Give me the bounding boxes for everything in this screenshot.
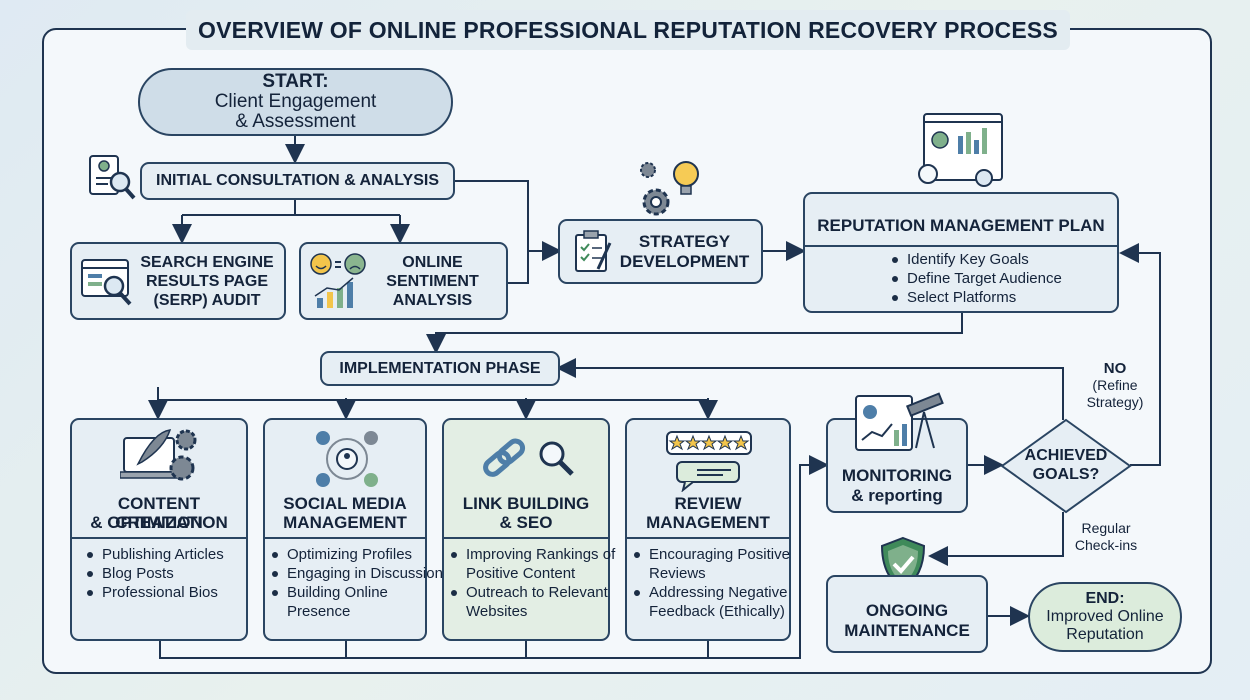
clipboard-checklist-icon xyxy=(575,230,612,272)
card-item: Engaging in Discussions xyxy=(272,565,451,582)
maintenance-line2: MAINTENANCE xyxy=(844,621,970,640)
checkins-label: Regular Check-ins xyxy=(1068,520,1144,554)
gear-lightbulb-icon xyxy=(640,161,699,216)
monitoring-line1: MONITORING xyxy=(841,466,953,485)
card-divider xyxy=(265,537,425,539)
serp-line2: RESULTS PAGE xyxy=(145,272,269,290)
maintenance-line1: ONGOING xyxy=(865,601,949,620)
card-title-line1: SOCIAL MEDIA xyxy=(283,494,407,513)
card-list: Improving Rankings of Positive Content O… xyxy=(436,545,638,621)
card-item: Outreach to Relevant Websites xyxy=(451,583,638,621)
no-branch-label: NO (Refine Strategy) xyxy=(1080,360,1150,411)
no-line3: Strategy) xyxy=(1086,394,1144,410)
strategy-line2: DEVELOPMENT xyxy=(619,251,750,271)
social-media-card: SOCIAL MEDIA MANAGEMENT Optimizing Profi… xyxy=(263,418,450,641)
laptop-quill-icon xyxy=(120,429,197,481)
monitoring-node: MONITORING & reporting xyxy=(826,392,968,513)
monitoring-line2: & reporting xyxy=(851,486,943,505)
card-list: Optimizing Profiles Engaging in Discussi… xyxy=(257,545,451,621)
review-management-card: REVIEW MANAGEMENT Encouraging Positive R… xyxy=(625,418,791,641)
sentiment-analysis-node: ONLINE SENTIMENT ANALYSIS xyxy=(299,242,508,320)
plan-item: Select Platforms xyxy=(892,288,1062,307)
plan-item: Identify Key Goals xyxy=(892,250,1062,269)
review-stars-icon xyxy=(666,431,752,492)
end-line3: Reputation xyxy=(1066,626,1144,643)
end-node: END: Improved Online Reputation xyxy=(1028,582,1182,652)
content-creation-card: CONTENT CREATION & OPTIMIZATION Publishi… xyxy=(70,418,248,641)
card-item: Building Online Presence xyxy=(272,583,451,621)
end-line2: Improved Online xyxy=(1046,608,1164,625)
card-item: Professional Bios xyxy=(87,583,272,602)
plan-list: Identify Key Goals Define Target Audienc… xyxy=(877,250,1062,307)
social-network-icon xyxy=(316,431,378,487)
card-title-line2: & SEO xyxy=(499,513,553,532)
diagram-title: OVERVIEW OF ONLINE PROFESSIONAL REPUTATI… xyxy=(186,10,1070,50)
checkins-line1: Regular xyxy=(1081,520,1131,536)
serp-browser-icon xyxy=(81,259,132,306)
card-title-line2: MANAGEMENT xyxy=(646,513,770,532)
no-label: NO xyxy=(1103,360,1127,377)
document-search-icon xyxy=(89,155,136,200)
plan-divider xyxy=(805,245,1117,247)
strategy-line1: STRATEGY xyxy=(638,231,731,251)
card-list: Encouraging Positive Reviews Addressing … xyxy=(619,545,819,621)
decision-label: ACHIEVED GOALS? xyxy=(1000,446,1132,484)
reputation-plan-node: REPUTATION MANAGEMENT PLAN Identify Key … xyxy=(803,192,1119,313)
card-title-line1: LINK BUILDING xyxy=(462,494,590,513)
strategy-development-node: STRATEGY DEVELOPMENT xyxy=(558,219,763,284)
link-building-card: LINK BUILDING & SEO Improving Rankings o… xyxy=(442,418,615,641)
start-label: START: xyxy=(262,71,329,92)
consultation-label: INITIAL CONSULTATION & ANALYSIS xyxy=(156,172,439,189)
sentiment-line1: ONLINE xyxy=(402,253,463,271)
sentiment-line2: SENTIMENT xyxy=(386,272,479,290)
end-label: END: xyxy=(1085,590,1125,607)
decision-line2: GOALS? xyxy=(1032,466,1100,483)
card-item: Publishing Articles xyxy=(87,545,272,564)
card-divider xyxy=(72,537,246,539)
serp-audit-node: SEARCH ENGINE RESULTS PAGE (SERP) AUDIT xyxy=(70,242,286,320)
card-title-line2: MANAGEMENT xyxy=(283,513,407,532)
link-chain-icon xyxy=(483,438,574,477)
card-item: Blog Posts xyxy=(87,564,272,583)
card-item: Optimizing Profiles xyxy=(272,545,451,564)
consultation-node: INITIAL CONSULTATION & ANALYSIS xyxy=(140,162,455,200)
serp-line3: (SERP) AUDIT xyxy=(153,291,261,309)
implementation-node: IMPLEMENTATION PHASE xyxy=(320,351,560,386)
no-line2: (Refine xyxy=(1092,377,1138,393)
serp-line1: SEARCH ENGINE xyxy=(140,253,274,271)
plan-item: Define Target Audience xyxy=(892,270,1062,287)
sentiment-faces-icon xyxy=(310,253,366,308)
card-list: Publishing Articles Blog Posts Professio… xyxy=(72,545,272,602)
start-line3: & Assessment xyxy=(235,111,356,132)
decision-line1: ACHIEVED xyxy=(1024,447,1108,464)
start-line2: Client Engagement xyxy=(214,91,377,112)
implementation-label: IMPLEMENTATION PHASE xyxy=(339,359,541,377)
card-item: Improving Rankings of Positive Content xyxy=(451,545,638,583)
card-item: Encouraging Positive Reviews xyxy=(634,545,819,583)
maintenance-node: ONGOING MAINTENANCE xyxy=(826,575,988,653)
decision-diamond xyxy=(1000,418,1132,514)
card-divider xyxy=(444,537,608,539)
card-title-line1: REVIEW xyxy=(674,494,742,513)
card-title-line1: CONTENT CREATION xyxy=(115,494,203,532)
card-item: Addressing Negative Feedback (Ethically) xyxy=(634,583,819,621)
telescope-chart-icon xyxy=(855,392,944,451)
plan-title: REPUTATION MANAGEMENT PLAN xyxy=(817,216,1105,235)
sentiment-line3: ANALYSIS xyxy=(392,291,473,309)
card-title-line2: & OPTIMIZATION xyxy=(90,513,228,532)
checkins-line2: Check-ins xyxy=(1074,537,1138,553)
card-divider xyxy=(627,537,789,539)
start-node: START: Client Engagement & Assessment xyxy=(138,68,453,136)
